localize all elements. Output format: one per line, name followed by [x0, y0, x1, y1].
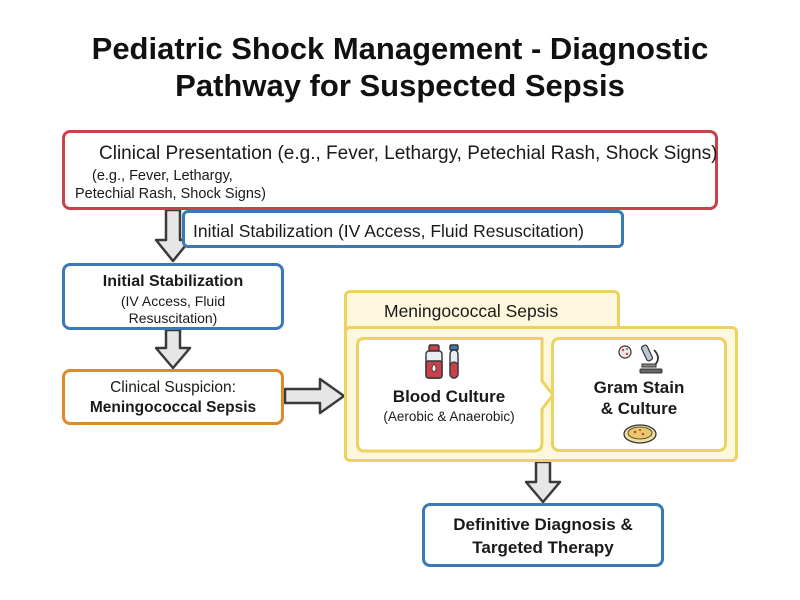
definitive-diagnosis-box: Definitive Diagnosis & Targeted Therapy [422, 503, 664, 567]
meningococcal-group-label: Meningococcal Sepsis [384, 301, 559, 321]
clinical-presentation-subtext-2: Petechial Rash, Shock Signs) [75, 186, 267, 202]
title-line-2: Pathway for Suspected Sepsis [175, 68, 625, 103]
blood-culture-title: Blood Culture [392, 387, 506, 406]
definitive-line-1: Definitive Diagnosis & [453, 515, 633, 534]
petri-dish-icon [623, 424, 657, 444]
clinical-suspicion-line-1: Clinical Suspicion: [110, 379, 236, 396]
initial-stabilization-line-1: (IV Access, Fluid [120, 293, 226, 309]
blood-culture-box [356, 337, 555, 453]
initial-stabilization-line-2: Resuscitation) [128, 310, 218, 326]
page-title: Pediatric Shock Management - Diagnostic … [0, 30, 800, 104]
microscope-icon [618, 344, 663, 374]
arrow-stabilization-to-suspicion [154, 328, 192, 370]
initial-stabilization-banner: Initial Stabilization (IV Access, Fluid … [182, 210, 624, 248]
clinical-presentation-text: Clinical Presentation (e.g., Fever, Leth… [99, 143, 718, 164]
arrow-suspicion-to-group [283, 377, 346, 415]
initial-stabilization-box: Initial Stabilization (IV Access, Fluid … [62, 263, 284, 330]
blood-culture-bottle-icon [425, 344, 459, 379]
initial-stabilization-banner-text: Initial Stabilization (IV Access, Fluid … [193, 221, 584, 241]
initial-stabilization-title: Initial Stabilization [102, 273, 244, 290]
definitive-line-2: Targeted Therapy [472, 538, 614, 557]
gram-stain-line-2: & Culture [600, 399, 678, 418]
gram-stain-box: Gram Stain & Culture [551, 337, 727, 452]
gram-stain-line-1: Gram Stain [593, 378, 685, 397]
clinical-presentation-box: Clinical Presentation (e.g., Fever, Leth… [62, 130, 718, 210]
arrow-group-to-definitive [524, 460, 562, 504]
title-line-1: Pediatric Shock Management - Diagnostic [91, 31, 709, 66]
blood-culture-subtitle: (Aerobic & Anaerobic) [383, 409, 515, 424]
clinical-suspicion-box: Clinical Suspicion: Meningococcal Sepsis [62, 369, 284, 425]
arrow-presentation-to-stabilization [154, 208, 192, 263]
clinical-suspicion-line-2: Meningococcal Sepsis [89, 399, 257, 416]
clinical-presentation-subtext-1: (e.g., Fever, Lethargy, [92, 168, 233, 184]
